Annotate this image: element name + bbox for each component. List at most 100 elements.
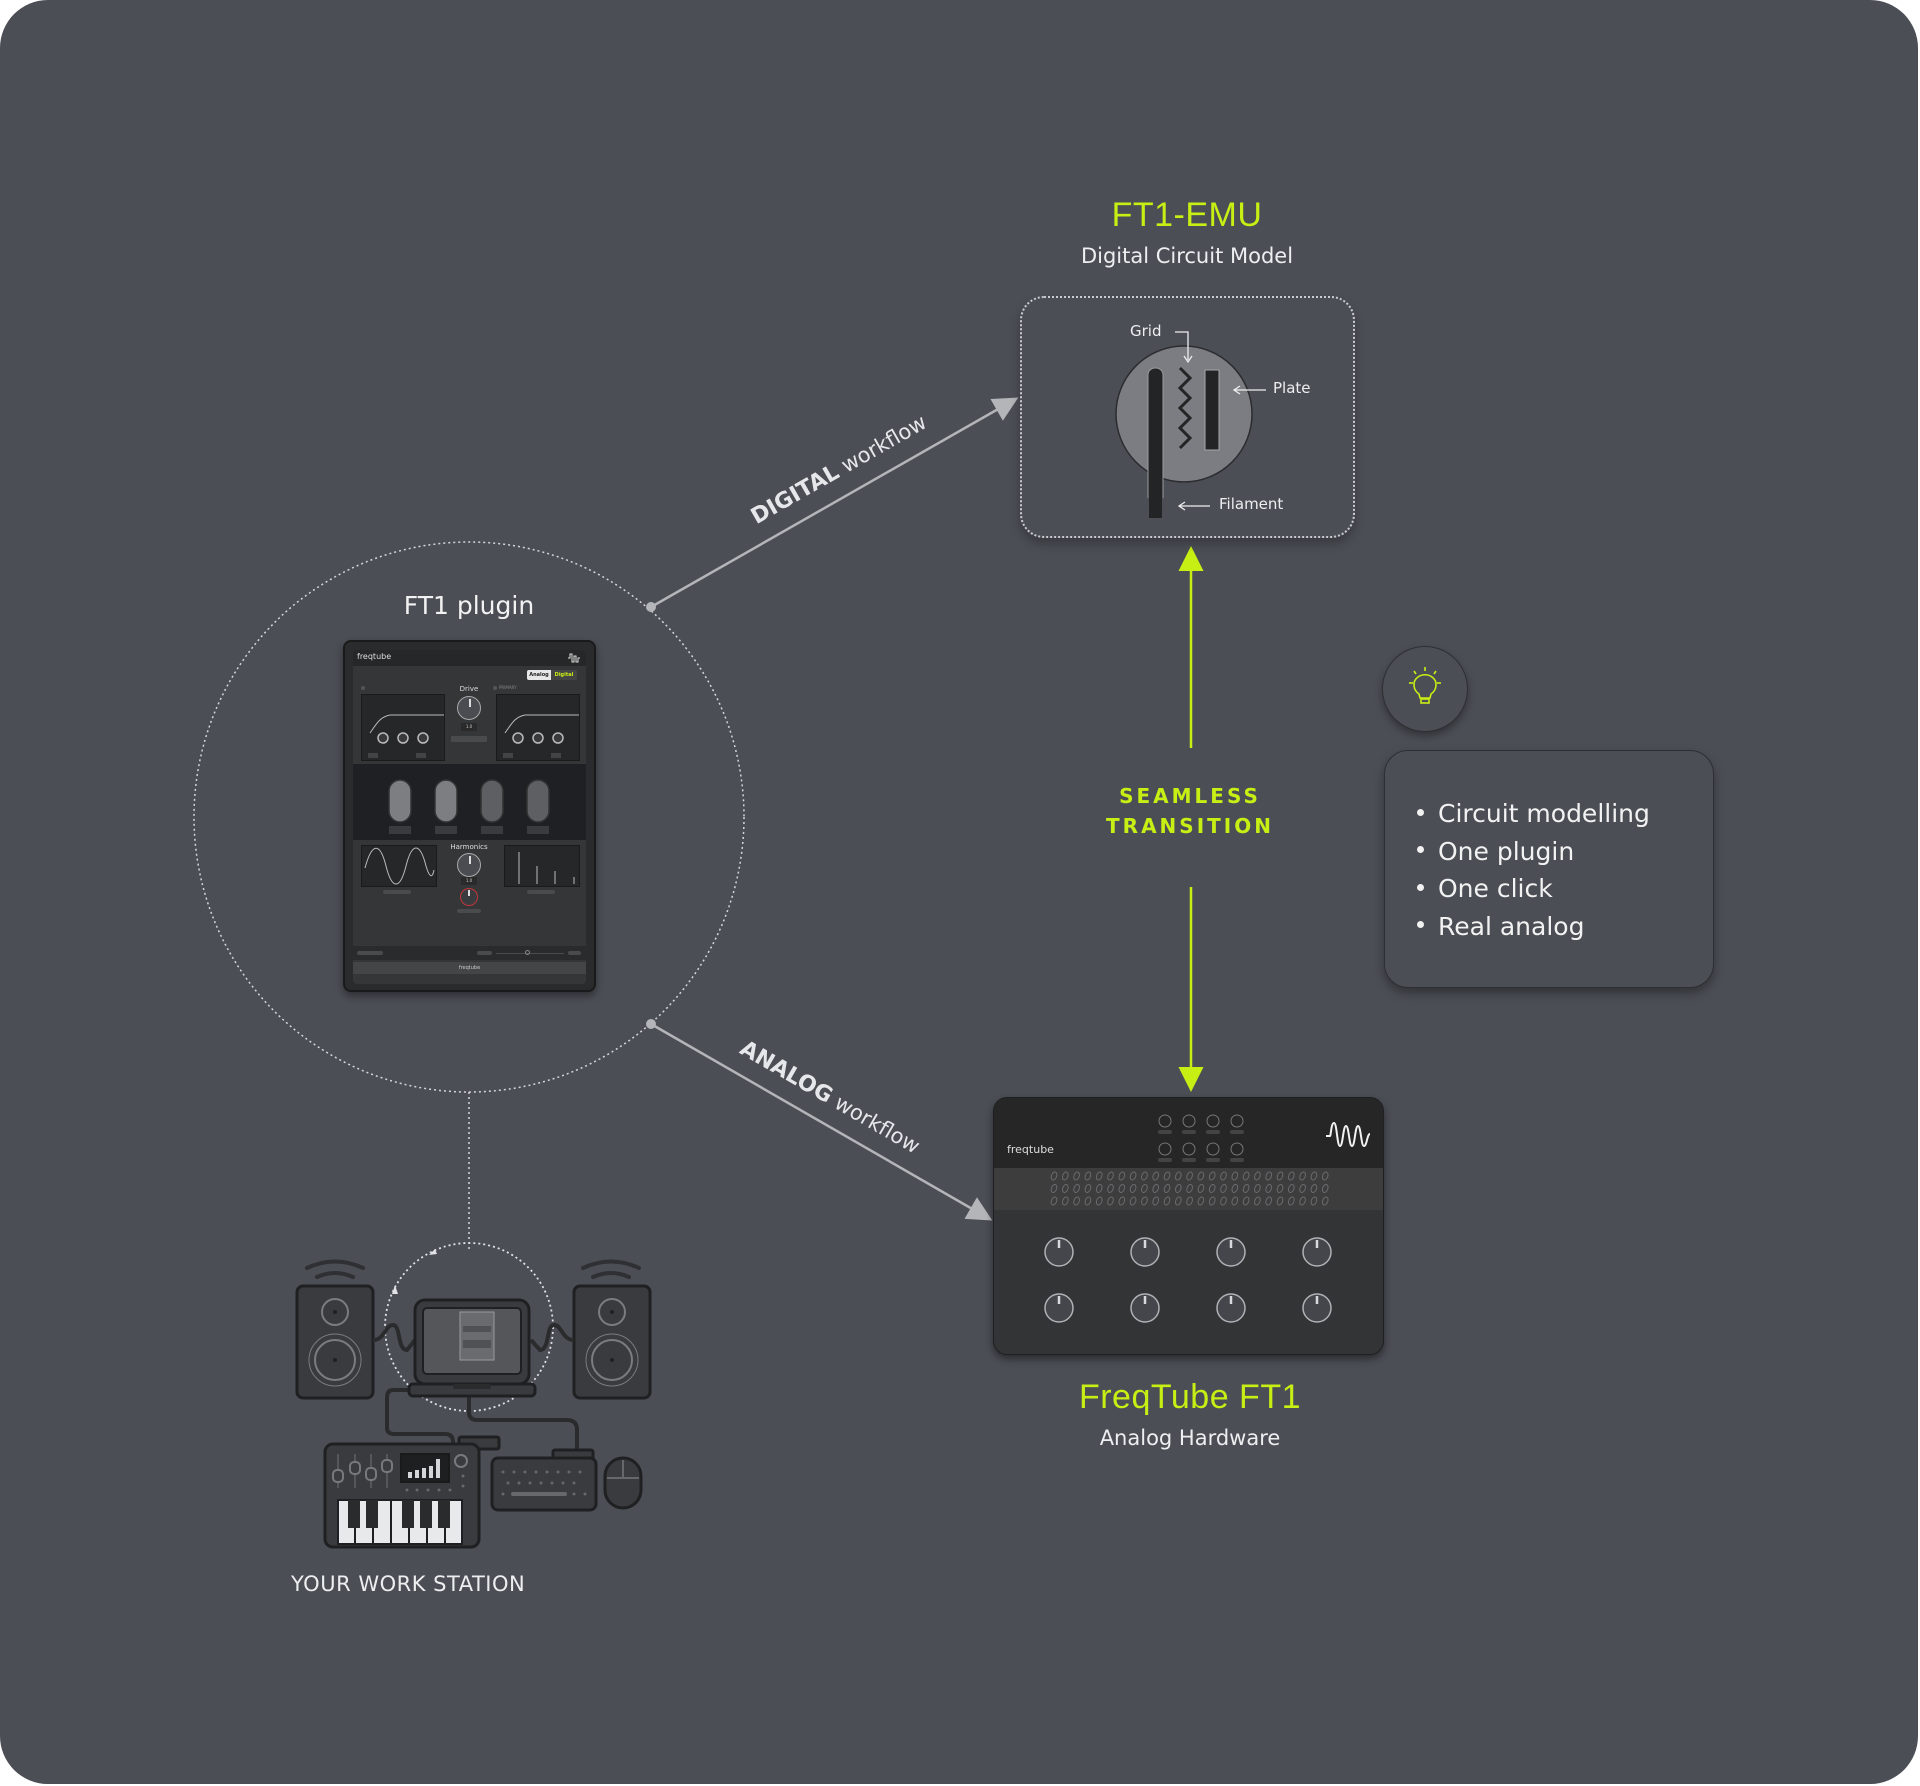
vent-slot	[1073, 1171, 1080, 1181]
mode-analog[interactable]: Analog	[527, 670, 551, 680]
vent-slot	[1174, 1196, 1182, 1206]
hardware-knobs[interactable]	[994, 1210, 1384, 1355]
hardware-knob[interactable]	[1302, 1293, 1332, 1323]
grid-label: Grid	[1130, 322, 1162, 340]
vent-slot	[1163, 1183, 1171, 1194]
plugin-ui: freqtube Analog Digital Drive 1.0 PRIMAR…	[353, 650, 586, 984]
plugin-title: FT1 plugin	[403, 591, 535, 620]
tube-diagram-box: Grid Plate Filament	[1020, 296, 1355, 538]
plugin-bottom-bar	[353, 946, 586, 960]
hardware-title: FreqTube FT1	[1078, 1378, 1302, 1416]
digital-anchor-dot	[646, 602, 656, 612]
digital-workflow-arrow	[650, 397, 1019, 609]
plugin-slider-thumb[interactable]	[525, 950, 530, 955]
vent-slot	[1141, 1183, 1148, 1194]
vent-slot	[1118, 1171, 1126, 1181]
mode-digital[interactable]: Digital	[554, 672, 574, 678]
vent-slot	[1141, 1196, 1148, 1206]
vent-slot	[1073, 1196, 1080, 1206]
lightbulb-icon	[1409, 667, 1441, 704]
eq-curve-right	[503, 714, 579, 758]
sine-wave-icon	[364, 847, 435, 885]
vent-slot	[1084, 1171, 1092, 1181]
vent-slot	[1152, 1171, 1160, 1181]
vent-slot	[1231, 1196, 1239, 1206]
vent-grille	[994, 1168, 1383, 1210]
laptop-icon	[407, 1298, 537, 1398]
vent-slot	[1197, 1183, 1205, 1194]
plate-label: Plate	[1273, 379, 1311, 397]
vent-slot	[1231, 1171, 1239, 1181]
hardware-knob[interactable]	[1302, 1237, 1332, 1267]
vent-slot	[1254, 1171, 1261, 1181]
hardware-knob[interactable]	[1044, 1237, 1074, 1267]
vent-slot	[1186, 1196, 1193, 1206]
vent-slot	[1287, 1171, 1295, 1181]
feature-text: Real analog	[1438, 911, 1585, 941]
hardware-knob[interactable]	[1130, 1237, 1160, 1267]
mode-toggle[interactable]: Analog Digital	[527, 670, 577, 680]
vent-slot	[1118, 1196, 1126, 1206]
plugin-slider[interactable]	[496, 953, 564, 954]
drive-slot	[451, 736, 487, 742]
tube-band	[353, 764, 586, 840]
seamless-line1: SEAMLESS	[1119, 784, 1261, 808]
toggle-switch-grid[interactable]	[1146, 1106, 1246, 1166]
vent-slot	[1276, 1196, 1284, 1206]
vent-slot	[1208, 1183, 1216, 1194]
waveform-slot	[383, 890, 411, 894]
hardware-knob[interactable]	[1130, 1293, 1160, 1323]
vent-slot	[1265, 1183, 1273, 1194]
vent-slot	[1141, 1171, 1148, 1181]
seamless-transition-label: SEAMLESS TRANSITION	[1070, 781, 1310, 841]
hardware-knob[interactable]	[1216, 1293, 1246, 1323]
vent-slot	[1321, 1171, 1329, 1181]
harmonics-knob[interactable]	[457, 853, 481, 877]
freqtube-logo-icon	[1326, 1121, 1371, 1148]
plugin-window[interactable]: freqtube Analog Digital Drive 1.0 PRIMAR…	[343, 640, 596, 992]
eq-panel-right	[496, 694, 580, 761]
vent-slot	[1254, 1196, 1261, 1206]
vent-slot	[1208, 1171, 1216, 1181]
drive-knob[interactable]	[457, 696, 481, 720]
vent-slot	[1174, 1171, 1182, 1181]
output-slot	[457, 909, 481, 913]
hardware-brand: freqtube	[1007, 1143, 1054, 1156]
workstation-label: YOUR WORK STATION	[291, 1572, 526, 1596]
vent-slot	[1321, 1183, 1329, 1194]
vent-slot	[1231, 1183, 1239, 1194]
idea-badge	[1382, 646, 1468, 732]
midi-keyboard-icon	[323, 1435, 501, 1549]
vent-slot	[1242, 1196, 1250, 1206]
features-list: Circuit modelling One plugin One click R…	[1417, 795, 1713, 945]
vent-slot	[1084, 1196, 1092, 1206]
harmonic-bars-icon	[518, 852, 575, 884]
feature-text: One plugin	[1438, 836, 1575, 866]
vent-slot	[1163, 1171, 1171, 1181]
vent-slot	[1163, 1196, 1171, 1206]
vent-slots	[1050, 1171, 1329, 1206]
filament-label: Filament	[1219, 495, 1284, 513]
vent-slot	[1310, 1196, 1318, 1206]
vent-slot	[1197, 1196, 1205, 1206]
output-knob[interactable]	[460, 888, 478, 906]
vent-slot	[1107, 1183, 1114, 1194]
vent-slot	[1220, 1196, 1227, 1206]
drive-value: 1.0	[461, 723, 477, 731]
primary-label: PRIMARY	[499, 685, 517, 690]
hardware-knob[interactable]	[1044, 1293, 1074, 1323]
feature-text: One click	[1438, 874, 1553, 903]
seamless-line2: TRANSITION	[1106, 814, 1274, 838]
vent-slot	[1220, 1183, 1227, 1194]
vent-slot	[1061, 1196, 1069, 1206]
computer-keyboard-icon	[490, 1448, 598, 1512]
eq-curve-left	[368, 714, 444, 758]
primary-led	[493, 686, 497, 690]
vent-slot	[1073, 1183, 1080, 1194]
hardware-knob[interactable]	[1216, 1237, 1246, 1267]
feature-item: One plugin	[1417, 833, 1713, 871]
speaker-right-icon	[572, 1284, 652, 1400]
analog-anchor-dot	[646, 1019, 656, 1029]
features-card: Circuit modelling One plugin One click R…	[1384, 750, 1714, 988]
vent-slot	[1174, 1183, 1182, 1194]
